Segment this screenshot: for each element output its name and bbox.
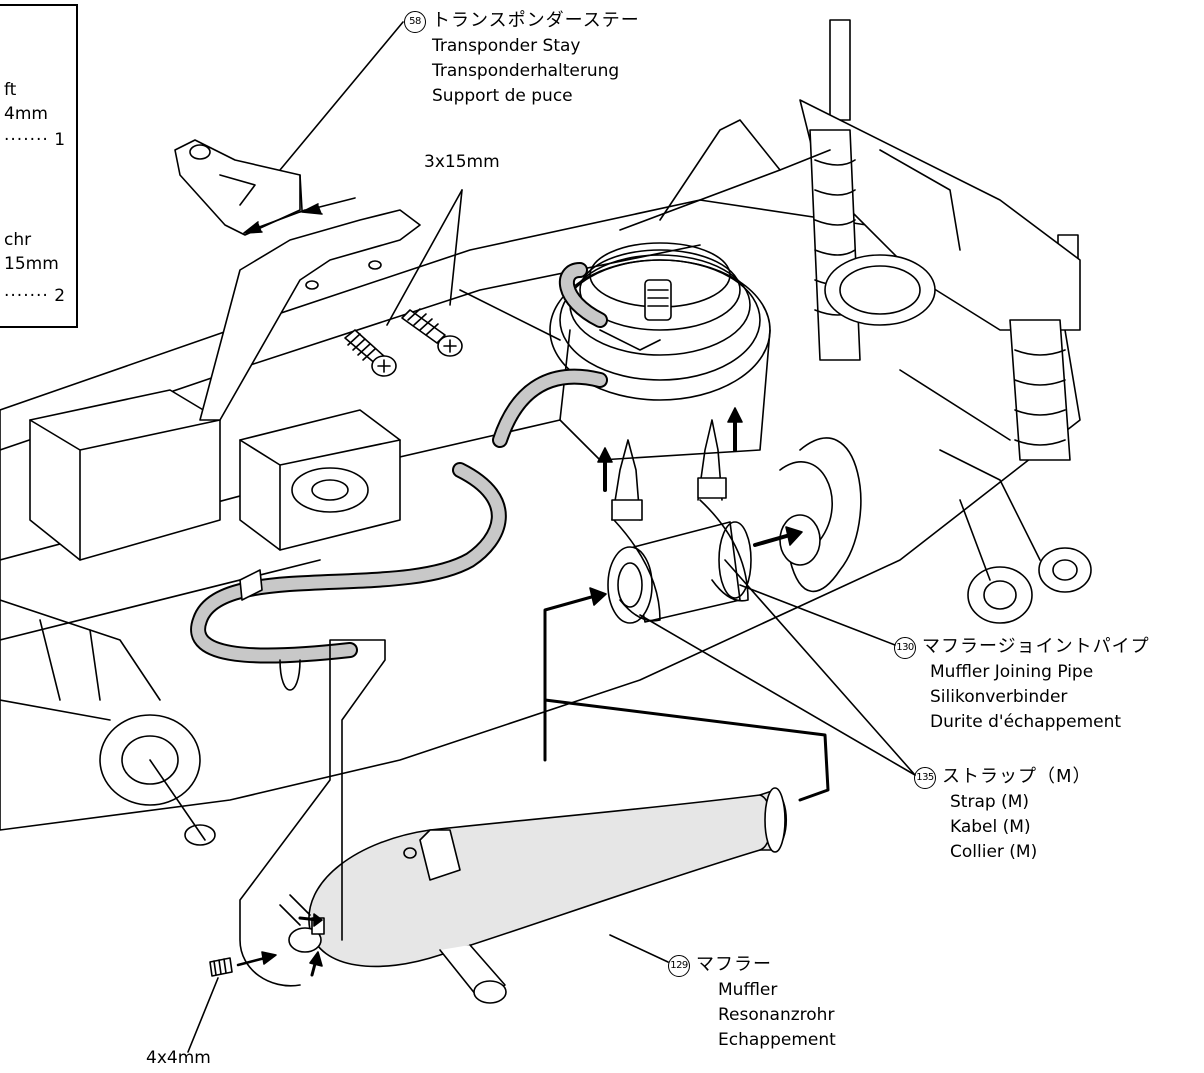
- fuel-tubes: [190, 262, 608, 664]
- muffler-de: Resonanzrohr: [718, 1005, 835, 1025]
- strap-jp: ストラップ（M）: [942, 766, 1092, 787]
- chassis-drawing: [0, 19, 1092, 846]
- transponder-stay-en: Transponder Stay: [432, 36, 581, 56]
- transponder-stay-de: Transponderhalterung: [432, 61, 620, 81]
- part1-qty: ······· 1: [4, 130, 66, 150]
- muffler-joining-pipe-en: Muffler Joining Pipe: [930, 662, 1094, 682]
- callout-transponder-stay: 58 トランスポンダーステー Transponder Stay Transpond…: [404, 8, 640, 109]
- muffler-jp: マフラー: [696, 954, 772, 975]
- part2-size-fragment: 15mm: [4, 254, 59, 274]
- set-screw-4x4-label: 4x4mm: [146, 1048, 211, 1068]
- part-number-129: 129: [668, 955, 690, 977]
- transponder-stay-fr: Support de puce: [432, 86, 573, 106]
- part1-qty-value: 1: [54, 130, 66, 150]
- part2-qty-value: 2: [54, 286, 66, 306]
- part2-qty: ······· 2: [4, 286, 66, 306]
- strap-en: Strap (M): [950, 792, 1029, 812]
- part1-name-fragment: ft: [4, 80, 17, 100]
- muffler-drawing: [187, 639, 787, 1053]
- part-number-130: 130: [894, 637, 916, 659]
- screws-3x15-drawing: [344, 189, 463, 377]
- transponder-stay-jp: トランスポンダーステー: [432, 10, 640, 31]
- muffler-joining-pipe-fr: Durite d'échappement: [930, 712, 1122, 732]
- muffler-joining-pipe-de: Silikonverbinder: [930, 687, 1068, 707]
- callout-muffler-joining-pipe: 130 マフラージョイントパイプ Muffler Joining Pipe Sil…: [894, 634, 1150, 735]
- parts-list-box: ft 4mm ······· 1 chr 15mm ······· 2: [0, 4, 78, 328]
- muffler-en: Muffler: [718, 980, 778, 1000]
- muffler-fr: Echappement: [718, 1030, 836, 1050]
- strap-fr: Collier (M): [950, 842, 1038, 862]
- part2-name-fragment: chr: [4, 230, 32, 250]
- strap-de: Kabel (M): [950, 817, 1031, 837]
- callout-strap: 135 ストラップ（M） Strap (M) Kabel (M) Collier …: [914, 764, 1092, 865]
- part1-size-fragment: 4mm: [4, 104, 48, 124]
- joining-pipe-drawing: [543, 407, 916, 802]
- transponder-stay-drawing: [174, 21, 421, 421]
- callout-muffler: 129 マフラー Muffler Resonanzrohr Echappement: [668, 952, 836, 1053]
- muffler-joining-pipe-jp: マフラージョイントパイプ: [922, 636, 1150, 657]
- screw-3x15-label: 3x15mm: [424, 152, 500, 172]
- part-number-135: 135: [914, 767, 936, 789]
- part-number-58: 58: [404, 11, 426, 33]
